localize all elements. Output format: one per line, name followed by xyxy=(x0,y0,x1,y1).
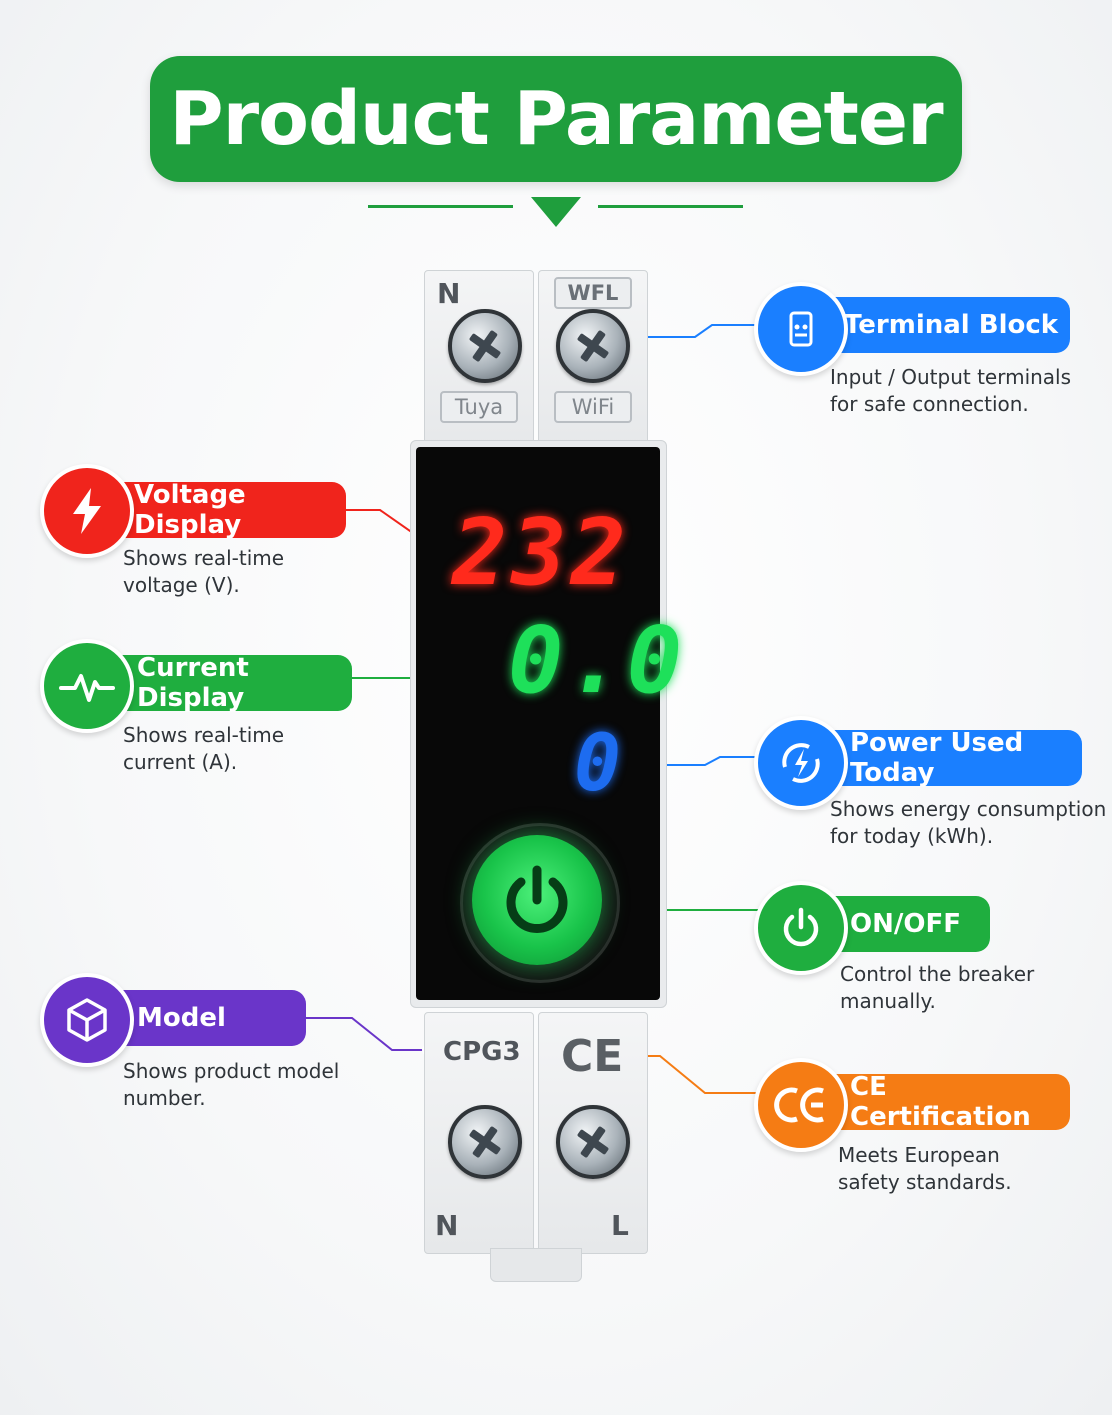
lightning-bolt-icon xyxy=(40,464,134,558)
current-readout: 0.0 xyxy=(508,607,687,714)
power-icon xyxy=(754,881,848,975)
current-display-callout: Current Display xyxy=(82,653,352,713)
bottom-right-terminal-block: CE L xyxy=(538,1012,648,1254)
divider-right xyxy=(598,205,743,208)
callout-title: Current Display xyxy=(137,653,249,713)
callout-description: Input / Output terminals for safe connec… xyxy=(830,365,1072,416)
screw-icon xyxy=(556,309,630,383)
title-banner: Product Parameter xyxy=(150,56,962,182)
terminal-label: N xyxy=(435,1209,459,1242)
callout-title: Voltage Display xyxy=(134,480,246,540)
down-arrow-icon xyxy=(531,197,581,227)
callout-title: CE Certification xyxy=(850,1072,1031,1132)
power-button[interactable] xyxy=(472,835,602,965)
page-title: Product Parameter xyxy=(169,76,943,162)
wfl-tag: WFL xyxy=(554,277,632,309)
power-cycle-icon xyxy=(754,716,848,810)
screw-icon xyxy=(448,1105,522,1179)
cube-icon xyxy=(40,973,134,1067)
callout-description: Shows real-time voltage (V). xyxy=(123,546,285,597)
callout-title: Terminal Block xyxy=(844,310,1059,340)
power-icon xyxy=(506,865,568,933)
din-rail-clip xyxy=(490,1248,582,1282)
callout-description: Control the breaker manually. xyxy=(840,962,1035,1013)
circuit-breaker-device: N Tuya WFL WiFi 232 0.0 0 CPG3 N CE L xyxy=(400,260,682,1282)
callout-description: Shows real-time current (A). xyxy=(123,723,285,774)
ce-mark: CE xyxy=(561,1031,624,1082)
callout-title: Model xyxy=(137,1003,226,1033)
pulse-wave-icon xyxy=(40,639,134,733)
callout-description: Shows energy consumption for today (kWh)… xyxy=(830,797,1107,848)
bottom-left-terminal-block: CPG3 N xyxy=(424,1012,534,1254)
terminal-block-icon xyxy=(754,282,848,376)
callout-title: Power Used Today xyxy=(850,728,1024,788)
screw-icon xyxy=(556,1105,630,1179)
tuya-tag: Tuya xyxy=(440,391,518,423)
voltage-readout: 232 xyxy=(452,499,631,606)
screw-icon xyxy=(448,309,522,383)
terminal-label: N xyxy=(437,277,461,310)
ce-mark-icon xyxy=(754,1058,848,1152)
top-right-terminal-block: WFL WiFi xyxy=(538,270,648,450)
callout-description: Meets European safety standards. xyxy=(838,1143,1012,1194)
wifi-tag: WiFi xyxy=(554,391,632,423)
callout-title: ON/OFF xyxy=(850,909,961,939)
model-label: CPG3 xyxy=(443,1037,521,1067)
top-left-terminal-block: N Tuya xyxy=(424,270,534,450)
divider-left xyxy=(368,205,513,208)
energy-readout: 0 xyxy=(574,719,625,809)
terminal-label: L xyxy=(611,1209,629,1242)
callout-description: Shows product model number. xyxy=(123,1059,340,1110)
